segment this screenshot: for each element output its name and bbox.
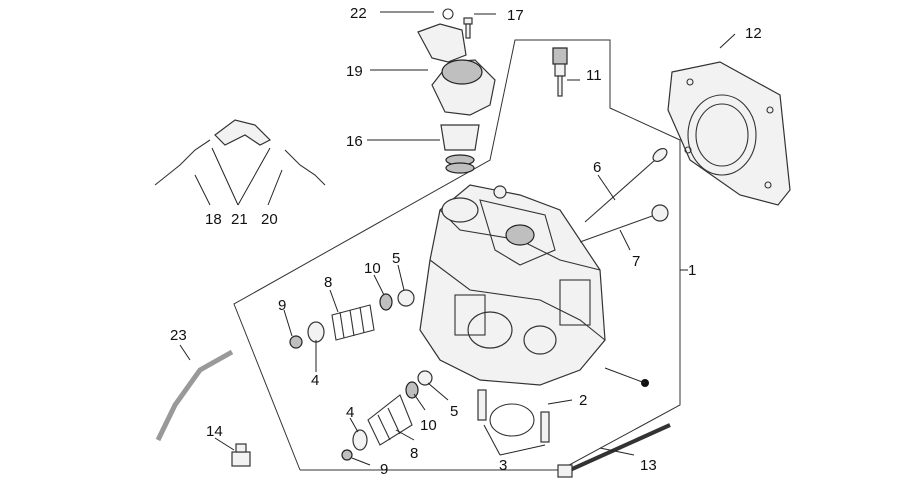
callout-19: 19 [346,63,363,80]
leader-lines [179,11,736,466]
callout-11: 11 [586,67,602,84]
callout-16: 16 [346,133,363,150]
valves [579,147,669,243]
callout-8-lower: 8 [410,445,418,462]
callout-14: 14 [206,423,223,440]
callout-3: 3 [499,457,507,474]
hoses [154,119,326,186]
callout-labels: 22 17 19 16 11 12 6 7 1 2 3 13 14 23 18 … [170,5,762,478]
lower-valve-spring-set [341,370,433,461]
callout-6: 6 [593,159,601,176]
callout-21: 21 [231,211,248,228]
callout-2: 2 [579,392,587,409]
callout-23: 23 [170,327,187,344]
long-bolt-13 [557,367,671,478]
hose-23 [155,349,234,442]
callout-10-upper: 10 [364,260,381,277]
callout-8-upper: 8 [324,274,332,291]
callout-13: 13 [640,457,657,474]
callout-5-lower: 5 [450,403,458,420]
callout-20: 20 [261,211,278,228]
head-gasket [667,61,791,206]
callout-17: 17 [507,7,524,24]
callout-10-lower: 10 [420,417,437,434]
thermostat-housing [417,8,496,174]
callout-9-upper: 9 [278,297,286,314]
temperature-sensor [552,47,568,97]
callout-7: 7 [632,253,640,270]
fitting-14 [231,443,251,467]
cylinder-head [419,184,606,386]
bolt-17 [463,17,473,39]
callout-5-upper: 5 [392,250,400,267]
callout-4-upper: 4 [311,372,319,389]
assembly-frame [233,39,681,471]
dowels-and-oring [477,389,550,443]
callout-22: 22 [350,5,367,22]
callout-4-lower: 4 [346,404,354,421]
callout-12: 12 [745,25,762,42]
callout-9-lower: 9 [380,461,388,478]
callout-1: 1 [688,262,696,279]
upper-valve-spring-set [289,289,415,349]
callout-18: 18 [205,211,222,228]
